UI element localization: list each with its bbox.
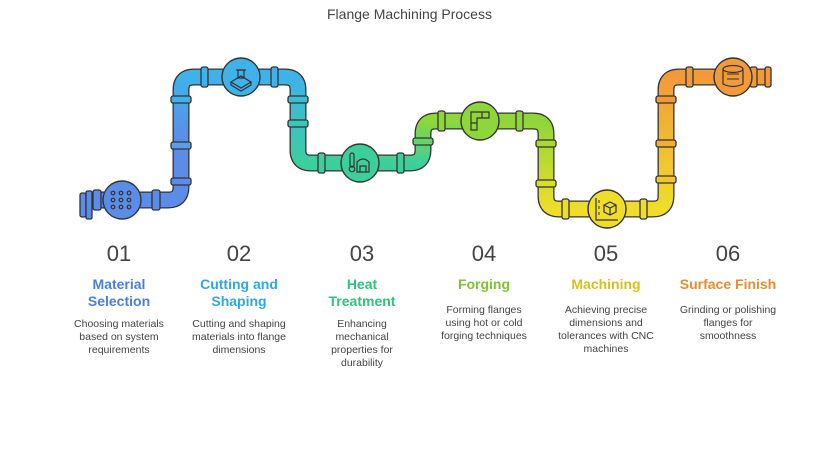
- coupling: [317, 152, 326, 174]
- step-6: 06 Surface Finish Grinding or polishing …: [670, 240, 786, 343]
- step-description: Cutting and shaping materials into flang…: [192, 318, 286, 356]
- coupling: [561, 198, 570, 220]
- coupling: [270, 66, 279, 88]
- step-2: 02 Cutting and Shaping Cutting and shapi…: [181, 240, 297, 357]
- step-heading: Surface Finish: [679, 276, 777, 292]
- step-4: 04 Forging Forming flanges using hot or …: [426, 240, 542, 343]
- step-number: 01: [106, 241, 132, 266]
- inlet-cap: [79, 192, 87, 218]
- step-number: 04: [471, 241, 497, 266]
- coupling: [655, 175, 677, 184]
- coupling: [170, 95, 192, 104]
- coupling: [170, 141, 192, 150]
- coupling: [151, 189, 161, 211]
- step-heading: Heat Treatment: [328, 276, 396, 309]
- step-number: 03: [349, 241, 375, 266]
- coupling: [515, 110, 524, 132]
- pipeline-diagram: [79, 57, 772, 229]
- coupling: [655, 139, 677, 148]
- polishing-drum-icon: [713, 57, 753, 97]
- coupling: [170, 177, 192, 186]
- coupling: [92, 189, 102, 211]
- step-heading: Cutting and Shaping: [200, 276, 278, 309]
- step-heading: Material Selection: [87, 276, 151, 309]
- step-description: Grinding or polishing flanges for smooth…: [679, 304, 777, 342]
- coupling: [200, 66, 209, 88]
- coupling: [685, 66, 694, 88]
- coupling: [535, 139, 557, 148]
- coupling: [639, 198, 648, 220]
- step-5: 05 Machining Achieving precise dimension…: [548, 240, 664, 356]
- coupling: [396, 152, 405, 174]
- measure-cube-icon: [587, 189, 627, 229]
- step-number: 02: [226, 241, 252, 266]
- step-1: 01 Material Selection Choosing materials…: [61, 240, 177, 357]
- step-heading: Forging: [457, 276, 511, 292]
- step-number: 06: [715, 241, 741, 266]
- diagram-title: Flange Machining Process: [327, 6, 492, 22]
- step-number: 05: [593, 241, 619, 266]
- coupling: [412, 137, 434, 146]
- step-heading: Machining: [571, 276, 641, 292]
- outlet-cap: [764, 66, 772, 88]
- step-description: Enhancing mechanical properties for dura…: [331, 318, 393, 369]
- pipe-elbow-icon: [460, 101, 500, 141]
- step-description: Achieving precise dimensions and toleran…: [558, 304, 654, 355]
- coupling: [287, 119, 309, 128]
- thermometer-furnace-icon: [340, 143, 380, 183]
- coupling: [437, 110, 446, 132]
- coupling: [535, 179, 557, 188]
- coupling: [287, 95, 309, 104]
- keypad-icon: [102, 180, 142, 220]
- step-description: Forming flanges using hot or cold forgin…: [441, 304, 527, 342]
- coupling: [655, 95, 677, 104]
- step-description: Choosing materials based on system requi…: [74, 318, 164, 356]
- step-3: 03 Heat Treatment Enhancing mechanical p…: [304, 240, 420, 370]
- cutting-icon: [221, 57, 261, 97]
